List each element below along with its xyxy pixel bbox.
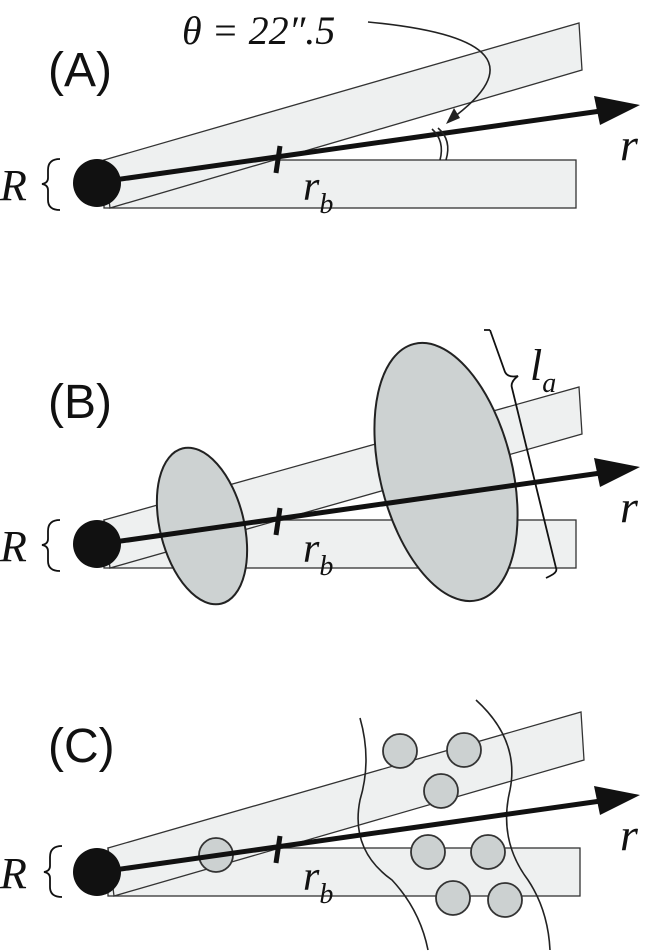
- radius-brace: [43, 845, 63, 898]
- rb-tick: [273, 507, 283, 536]
- arrowhead-icon: [594, 458, 640, 487]
- panel-b-label: (B): [48, 376, 112, 429]
- panel-c: (C) R rb r: [0, 699, 640, 951]
- source-disk: [73, 159, 121, 207]
- source-disk: [73, 520, 121, 568]
- radius-label: R: [0, 849, 27, 898]
- radius-brace: [41, 519, 61, 572]
- angle-label: θ = 22″.5: [182, 8, 335, 53]
- clump-circle: [470, 834, 506, 870]
- radius-arrow: [99, 105, 623, 185]
- large-cloud-ellipse: [373, 341, 519, 603]
- rb-label: rb: [303, 526, 333, 582]
- radius-label: R: [0, 522, 27, 571]
- clump-circle: [487, 882, 523, 918]
- clump-circle: [435, 880, 471, 916]
- radius-label: R: [0, 161, 27, 210]
- rb-label: rb: [303, 854, 333, 910]
- clump-circle: [446, 732, 482, 768]
- clump-circle: [410, 834, 446, 870]
- clump-region-boundary-right: [475, 699, 551, 951]
- clump-circle: [382, 733, 418, 769]
- radius-brace: [41, 158, 61, 211]
- panel-b: (B) R rb r la: [0, 329, 640, 606]
- clump-region-boundary-left: [357, 717, 429, 951]
- radius-arrow: [99, 795, 623, 875]
- panel-c-label: (C): [48, 720, 115, 773]
- arrowhead-icon: [594, 96, 640, 125]
- panel-a: (A) R rb r θ = 22″.5: [0, 8, 640, 220]
- angle-pointer-line: [367, 21, 491, 121]
- rb-tick: [273, 835, 283, 864]
- angle-pointer-arrowhead-icon: [446, 108, 460, 124]
- angle-arc-outer: [437, 127, 449, 161]
- r-axis-label: r: [620, 809, 639, 860]
- arrowhead-icon: [594, 786, 640, 815]
- clump-circle: [423, 773, 459, 809]
- panel-a-label: (A): [48, 44, 112, 97]
- r-axis-label: r: [620, 481, 639, 532]
- rb-tick: [273, 145, 283, 174]
- la-label: la: [530, 341, 556, 399]
- angle-arc-inner: [431, 128, 443, 161]
- la-bracket: [484, 329, 558, 579]
- rb-label: rb: [303, 164, 333, 220]
- source-disk: [73, 848, 121, 896]
- r-axis-label: r: [620, 119, 639, 170]
